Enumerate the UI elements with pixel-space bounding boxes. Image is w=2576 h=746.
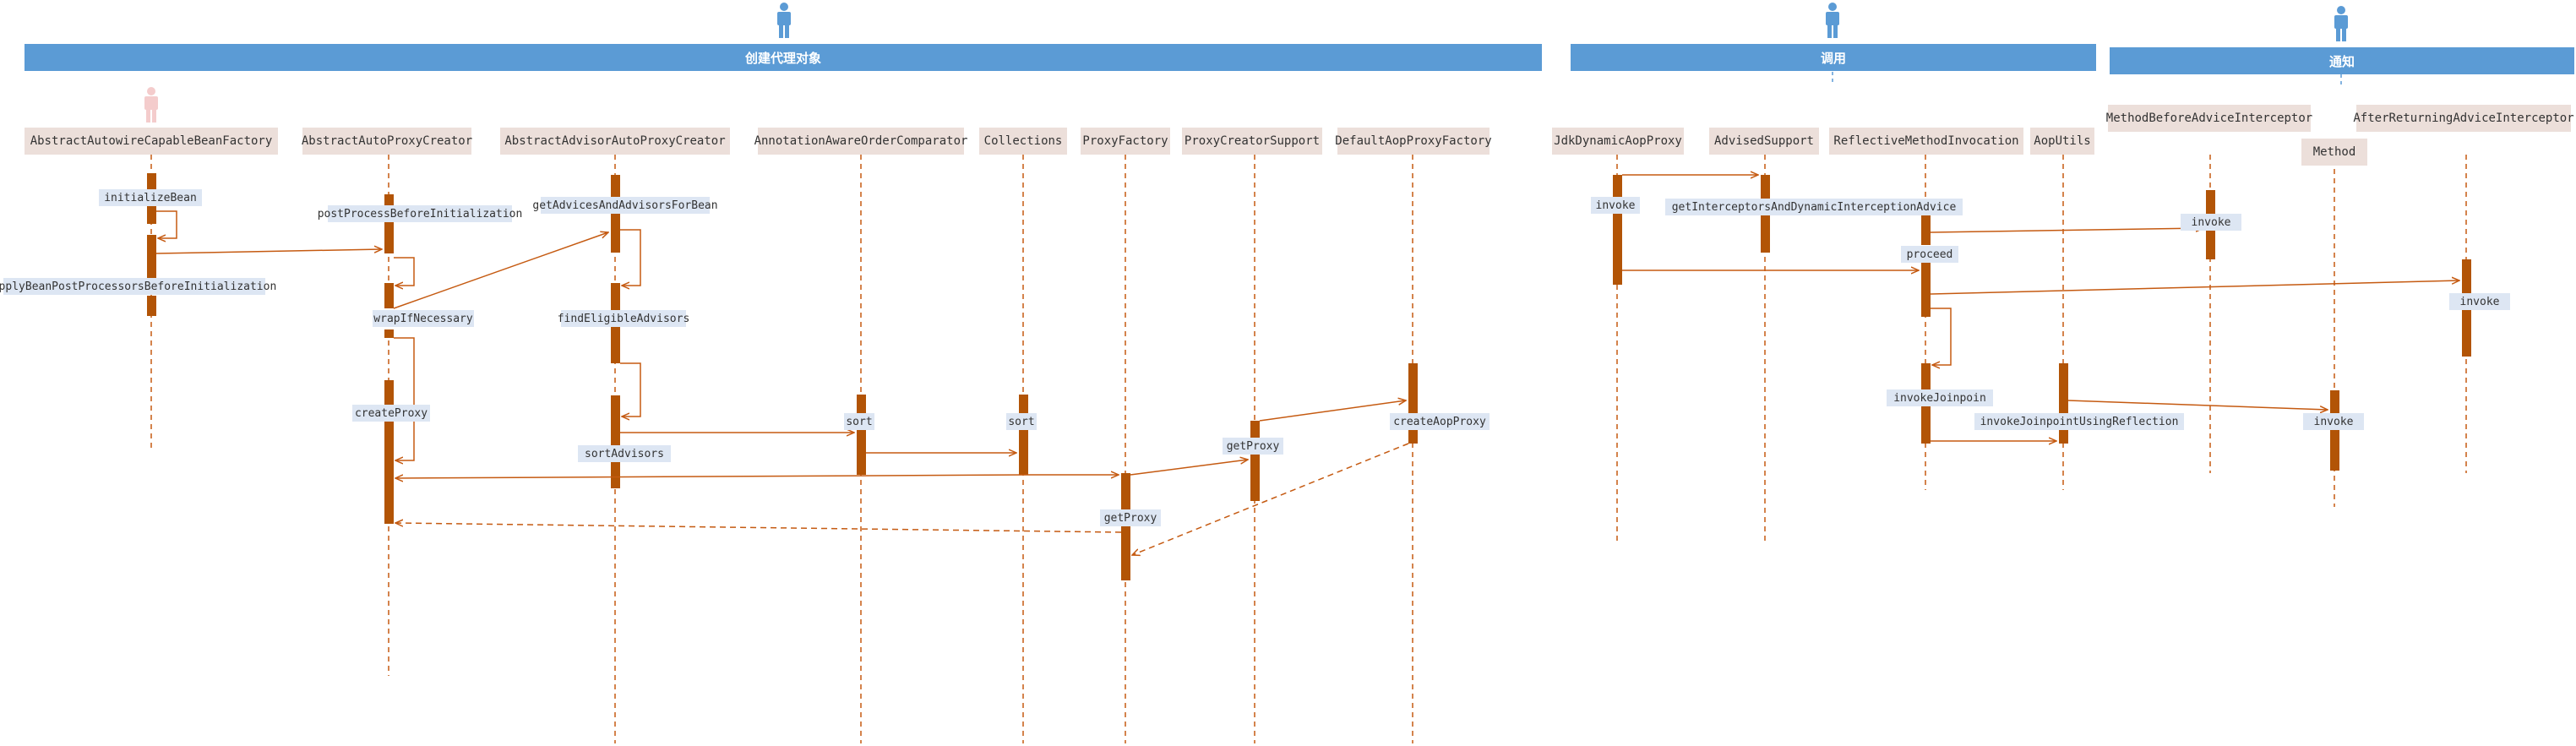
message-label-invoke-joinpoint-using-reflection: invokeJoinpointUsingReflection bbox=[1974, 413, 2184, 430]
message-label-apply-bean-post-processors: applyBeanPostProcessorsBeforeInitializat… bbox=[0, 278, 276, 295]
message-label-post-process-before-initialization: postProcessBeforeInitialization bbox=[318, 205, 522, 222]
banner-create-proxy: 创建代理对象 bbox=[25, 44, 1542, 71]
banner-invoke: 调用 bbox=[1571, 44, 2096, 71]
self-call-arrow bbox=[1931, 308, 1952, 365]
message-label-sort-advisors: sortAdvisors bbox=[578, 445, 671, 462]
lifeline-abstract-auto-proxy-creator: AbstractAutoProxyCreator bbox=[302, 128, 472, 155]
message-arrow bbox=[395, 474, 1029, 478]
banner-advice: 通知 bbox=[2110, 47, 2574, 74]
activation bbox=[611, 175, 620, 253]
message-label-get-interceptors: getInterceptorsAndDynamicInterceptionAdv… bbox=[1665, 199, 1963, 215]
message-label-invoke-method: invoke bbox=[2303, 413, 2364, 430]
activation bbox=[147, 296, 156, 316]
message-arrow bbox=[1130, 460, 1248, 476]
activation bbox=[384, 194, 394, 253]
message-label-sort-collections: sort bbox=[1006, 413, 1037, 430]
message-label-proceed: proceed bbox=[1901, 246, 1958, 263]
lifeline-method-before-advice-interceptor: MethodBeforeAdviceInterceptor bbox=[2106, 105, 2312, 132]
message-arrow bbox=[1930, 280, 2459, 295]
message-label-invoke-jdk: invoke bbox=[1591, 197, 1640, 214]
lifeline-default-aop-proxy-factory: DefaultAopProxyFactory bbox=[1335, 128, 1492, 155]
activation bbox=[384, 380, 394, 524]
activation bbox=[1613, 175, 1622, 285]
self-call-arrow bbox=[156, 210, 177, 238]
lifeline-abstract-advisor-auto-proxy-creator: AbstractAdvisorAutoProxyCreator bbox=[500, 128, 730, 155]
activation bbox=[1408, 363, 1418, 444]
message-arrow bbox=[1930, 228, 2203, 233]
user-icon bbox=[1826, 3, 1839, 38]
activation bbox=[1921, 211, 1931, 245]
activation bbox=[384, 283, 394, 308]
message-label-wrap-if-necessary: wrapIfNecessary bbox=[373, 310, 474, 327]
message-arrow bbox=[155, 249, 382, 254]
message-arrow bbox=[393, 232, 608, 309]
lifeline-advised-support: AdvisedSupport bbox=[1709, 128, 1819, 155]
message-label-get-advices-and-advisors-for-bean: getAdvicesAndAdvisorsForBean bbox=[532, 197, 718, 214]
lifeline-aop-utils: AopUtils bbox=[2030, 128, 2094, 155]
lifeline-after-returning-advice-interceptor: AfterReturningAdviceInterceptor bbox=[2353, 105, 2574, 132]
activation bbox=[2330, 390, 2339, 471]
self-call-arrow bbox=[394, 257, 415, 286]
user-icon bbox=[2334, 6, 2348, 41]
message-label-invoke-after: invoke bbox=[2449, 293, 2510, 310]
message-label-create-aop-proxy: createAopProxy bbox=[1390, 413, 1490, 430]
message-label-get-proxy-factory: getProxy bbox=[1100, 509, 1161, 526]
message-arrow bbox=[1259, 400, 1406, 422]
lifeline-annotation-aware-order-comparator: AnnotationAwareOrderComparator bbox=[754, 128, 967, 155]
activation bbox=[1921, 258, 1931, 317]
message-label-initialize-bean: initializeBean bbox=[99, 189, 202, 206]
return-arrow bbox=[395, 523, 1122, 533]
activation bbox=[1121, 473, 1130, 580]
lifeline-method: Method bbox=[2301, 139, 2367, 166]
user-icon bbox=[777, 3, 791, 38]
message-label-invoke-before: invoke bbox=[2181, 214, 2241, 231]
lifeline-proxy-factory: ProxyFactory bbox=[1081, 128, 1170, 155]
self-call-arrow bbox=[620, 229, 641, 286]
message-label-create-proxy: createProxy bbox=[352, 405, 430, 422]
self-call-arrow bbox=[620, 362, 641, 417]
activation bbox=[857, 395, 866, 475]
lifeline-abstract-autowire-capable-bean-factory: AbstractAutowireCapableBeanFactory bbox=[25, 128, 278, 155]
message-arrow bbox=[2067, 400, 2328, 410]
activation bbox=[1250, 421, 1260, 501]
message-label-get-proxy-support: getProxy bbox=[1223, 438, 1283, 455]
self-call-arrow bbox=[394, 337, 415, 460]
lifeline-collections: Collections bbox=[979, 128, 1067, 155]
activation bbox=[1019, 395, 1028, 475]
lifeline-reflective-method-invocation: ReflectiveMethodInvocation bbox=[1829, 128, 2023, 155]
activation bbox=[611, 395, 620, 488]
message-label-sort-comparator: sort bbox=[844, 413, 874, 430]
activation bbox=[147, 235, 156, 279]
activation bbox=[384, 329, 394, 338]
lifeline-proxy-creator-support: ProxyCreatorSupport bbox=[1182, 128, 1322, 155]
return-arrow bbox=[1132, 443, 1409, 555]
message-label-invoke-joinpoin: invokeJoinpoin bbox=[1887, 389, 1993, 406]
activation bbox=[2059, 363, 2068, 444]
user-icon-faded bbox=[144, 87, 158, 123]
lifeline-jdk-dynamic-aop-proxy: JdkDynamicAopProxy bbox=[1552, 128, 1684, 155]
message-label-find-eligible-advisors: findEligibleAdvisors bbox=[558, 310, 689, 327]
